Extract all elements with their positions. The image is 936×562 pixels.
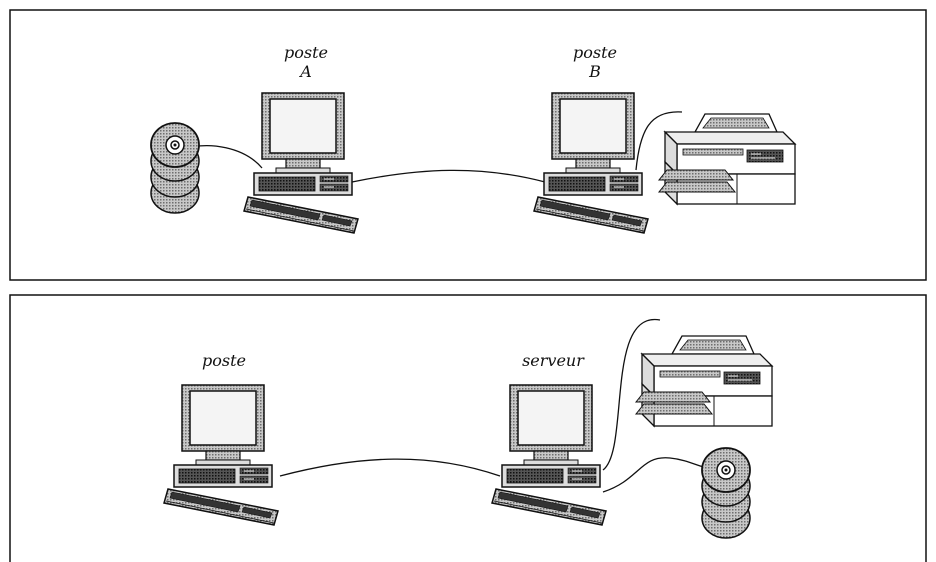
computer-icon-poste-a	[244, 93, 358, 233]
disk-stack-icon	[151, 123, 199, 213]
label-poste: poste	[202, 351, 246, 370]
label-serveur: serveur	[522, 351, 585, 370]
label-poste-b-line1: poste	[573, 43, 617, 62]
disk-stack-icon-server	[702, 448, 750, 538]
computer-icon-poste	[164, 385, 278, 525]
computer-icon-serveur	[492, 385, 606, 525]
cable-poste-to-serveur	[280, 459, 500, 476]
printer-icon	[659, 114, 795, 204]
printer-icon-server	[636, 336, 772, 426]
label-poste-a-line1: poste	[284, 43, 328, 62]
cable-poste-a-to-poste-b	[352, 170, 545, 182]
label-poste-a-line2: A	[298, 62, 312, 81]
cable-serveur-to-disk	[603, 458, 710, 492]
label-poste-b-line2: B	[588, 62, 601, 81]
bottom-panel-frame	[10, 295, 926, 562]
computer-icon-poste-b	[534, 93, 648, 233]
